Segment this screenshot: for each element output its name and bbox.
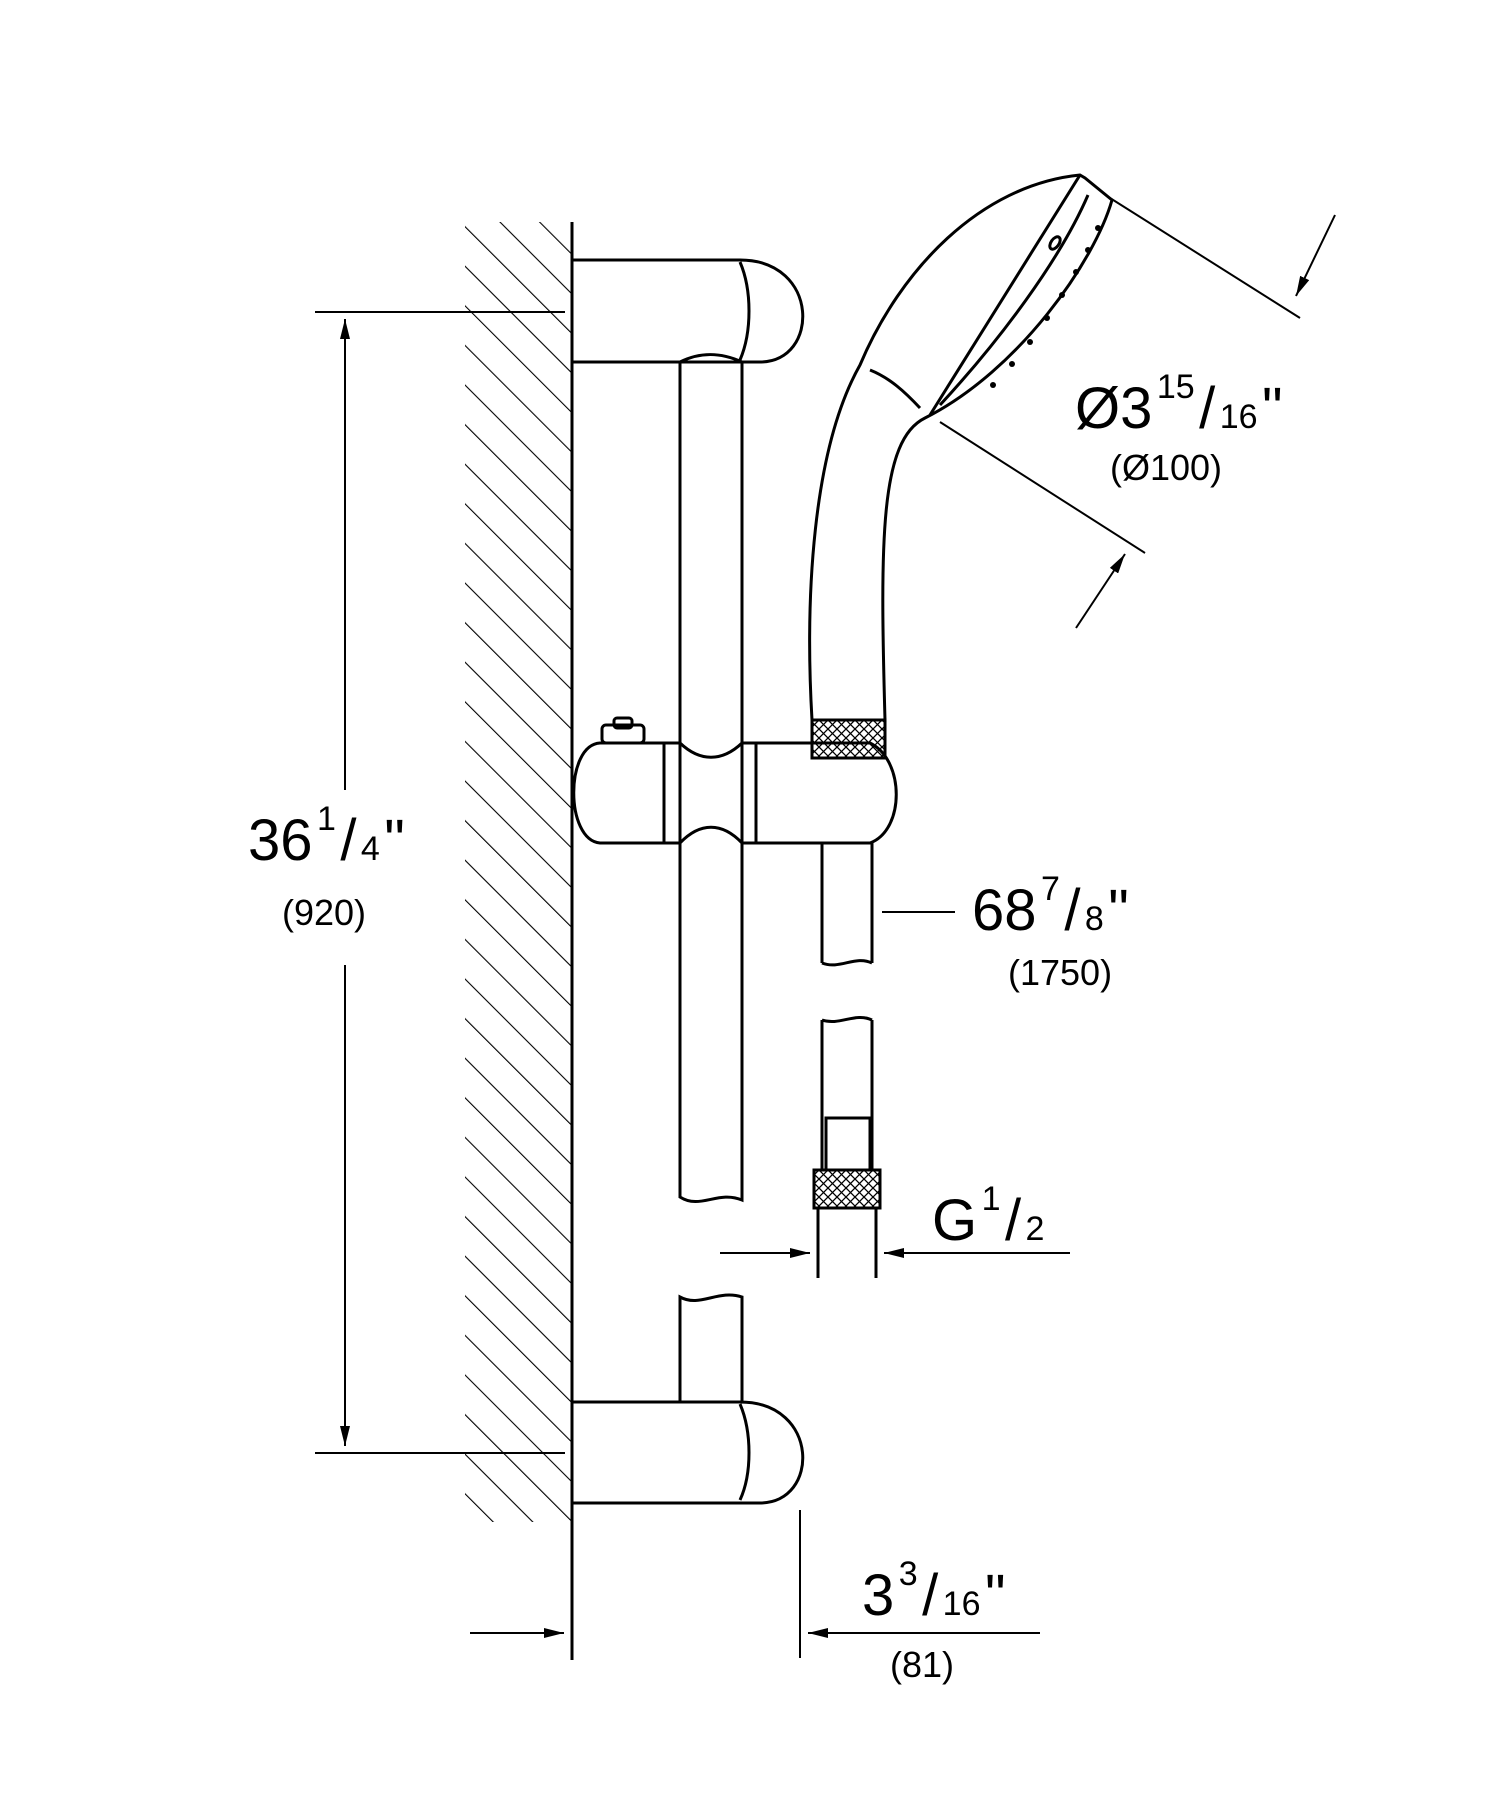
hand-shower	[808, 173, 1114, 760]
bottom-wall-bracket	[572, 1400, 805, 1505]
sliding-holder	[572, 716, 898, 845]
thread-size-label: G 1 / 2	[932, 1180, 1044, 1253]
height-dimension-label: 36 1 / 4 " (920)	[248, 800, 405, 933]
hose-ferrule	[824, 1116, 872, 1172]
slide-rail-lower	[678, 1293, 744, 1402]
wall	[465, 222, 574, 1660]
svg-text:G 1 / 2: G 1 / 2	[932, 1180, 1044, 1253]
wall-projection-label: 3 3 / 16 " (81)	[862, 1555, 1006, 1685]
svg-text:3 3 / 16: 3 3 / 16 "	[862, 1555, 1006, 1628]
hose-connection-nut	[812, 1168, 882, 1210]
dimension-lines	[315, 197, 1336, 1658]
shower-hose	[812, 843, 882, 1278]
slide-rail-upper	[678, 353, 744, 1203]
hose-length-label: 68 7 / 8 " (1750)	[972, 870, 1129, 993]
svg-text:68 7 / 8: 68 7 / 8 "	[972, 870, 1129, 943]
head-diameter-metric: (Ø100)	[1110, 447, 1222, 488]
spray-nozzles	[990, 225, 1101, 388]
top-wall-bracket	[572, 258, 805, 364]
svg-text:36 1 / 4: 36 1 / 4 "	[248, 800, 405, 873]
head-diameter-label: Ø3 15 / 16 " (Ø100)	[1075, 368, 1283, 488]
hose-length-metric: (1750)	[1008, 952, 1112, 993]
wall-hatching	[465, 222, 572, 1522]
svg-text:Ø3 15 / 16: Ø3 15 / 16 "	[1075, 368, 1283, 441]
hand-shower-knurled-nut	[810, 718, 887, 760]
wall-projection-metric: (81)	[890, 1644, 954, 1685]
height-metric: (920)	[282, 892, 366, 933]
